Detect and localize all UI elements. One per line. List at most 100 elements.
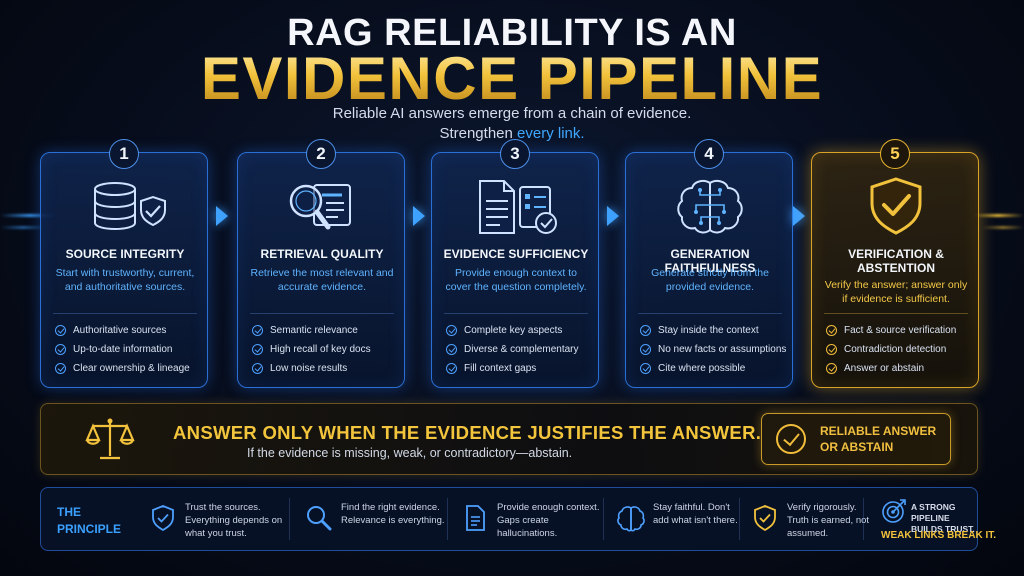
list-item: Up-to-date information xyxy=(55,340,205,359)
list-item-label: Up-to-date information xyxy=(73,344,173,355)
list-item: Authoritative sources xyxy=(55,321,205,340)
principle-row: THE PRINCIPLE Trust the sources. Everyth… xyxy=(40,487,996,551)
principle-item: Trust the sources. Everything depends on… xyxy=(149,488,289,550)
gold-shield-icon xyxy=(751,504,779,532)
list-item-label: Authoritative sources xyxy=(73,325,167,336)
stage-card-retrieval-quality: 2 RETRIEVAL QUALITY Retrieve the most re… xyxy=(237,139,405,388)
badge-text: RELIABLE ANSWER OR ABSTAIN xyxy=(820,423,948,455)
list-item: Stay inside the context xyxy=(640,321,790,340)
stage-description: Start with trustworthy, current, and aut… xyxy=(55,267,195,293)
list-item: Semantic relevance xyxy=(252,321,402,340)
brain-circuit-icon xyxy=(660,175,760,239)
stage-checklist: Complete key aspects Diverse & complemen… xyxy=(446,321,596,378)
list-item-label: Fill context gaps xyxy=(464,363,537,374)
stage-checklist: Fact & source verification Contradiction… xyxy=(826,321,976,378)
list-item-label: Contradiction detection xyxy=(844,344,947,355)
flow-glow-left xyxy=(0,214,60,217)
check-circle-icon xyxy=(55,325,66,336)
principle-label-line-2: PRINCIPLE xyxy=(57,522,122,536)
list-item: High recall of key docs xyxy=(252,340,402,359)
answer-banner: ANSWER ONLY WHEN THE EVIDENCE JUSTIFIES … xyxy=(40,403,978,475)
divider xyxy=(447,498,448,540)
database-shield-icon xyxy=(75,175,175,239)
subtitle-line-2: Strengthen every link. xyxy=(0,124,1024,144)
stage-title-line-2: ABSTENTION xyxy=(857,261,935,275)
principle-item: Verify rigorously. Truth is earned, not … xyxy=(751,488,871,550)
stage-card-verification-abstention: 5 VERIFICATION & ABSTENTION Verify the a… xyxy=(811,139,979,388)
principle-text: Find the right evidence. Relevance is ev… xyxy=(341,502,445,526)
shield-check-icon xyxy=(846,175,946,239)
check-circle-icon xyxy=(446,344,457,355)
conclusion-line-1: A STRONG PIPELINE BUILDS TRUST. xyxy=(911,502,975,534)
check-circle-icon xyxy=(252,325,263,336)
list-item-label: Low noise results xyxy=(270,363,348,374)
stage-description: Provide enough context to cover the ques… xyxy=(445,267,587,293)
title-line-2: EVIDENCE PIPELINE xyxy=(0,44,1024,113)
banner-headline: ANSWER ONLY WHEN THE EVIDENCE JUSTIFIES … xyxy=(173,422,762,443)
check-circle-icon xyxy=(640,344,651,355)
check-circle-icon xyxy=(446,363,457,374)
stage-title: VERIFICATION & ABSTENTION xyxy=(816,247,976,275)
check-circle-icon xyxy=(776,424,806,454)
stage-card-source-integrity: 1 SOURCE INTEGRITY Start with trustworth… xyxy=(40,139,208,388)
stage-card-evidence-sufficiency: 3 EVIDENCE SUFFICIENCY Provide enough co… xyxy=(431,139,599,388)
flow-glow-right-2 xyxy=(982,226,1024,229)
stage-title-line-1: VERIFICATION & xyxy=(848,247,944,261)
principle-item: Provide enough context. Gaps create hall… xyxy=(461,488,601,550)
chevron-right-icon xyxy=(216,206,228,226)
stage-divider xyxy=(444,313,588,314)
principle-label: THE PRINCIPLE xyxy=(57,504,121,538)
target-arrow-icon xyxy=(881,498,907,524)
conclusion-line-2: WEAK LINKS BREAK IT. xyxy=(881,530,996,541)
magnifier-document-icon xyxy=(272,175,372,239)
list-item: Clear ownership & lineage xyxy=(55,359,205,378)
stage-description: Generate strictly from the provided evid… xyxy=(651,267,769,293)
stage-number: 2 xyxy=(306,139,336,169)
list-item-label: No new facts or assumptions xyxy=(658,344,787,355)
stage-divider xyxy=(53,313,197,314)
check-circle-icon xyxy=(640,325,651,336)
shield-check-icon xyxy=(149,504,177,532)
stage-number: 5 xyxy=(880,139,910,169)
stage-checklist: Semantic relevance High recall of key do… xyxy=(252,321,402,378)
subtitle-accent: every link. xyxy=(517,125,585,142)
chevron-right-icon xyxy=(607,206,619,226)
check-circle-icon xyxy=(55,363,66,374)
list-item: Fill context gaps xyxy=(446,359,596,378)
list-item: Complete key aspects xyxy=(446,321,596,340)
title-line-1: RAG RELIABILITY IS AN xyxy=(287,12,737,54)
list-item-label: Stay inside the context xyxy=(658,325,759,336)
divider xyxy=(739,498,740,540)
check-circle-icon xyxy=(252,344,263,355)
stage-number: 1 xyxy=(109,139,139,169)
list-item: Contradiction detection xyxy=(826,340,976,359)
stage-title: RETRIEVAL QUALITY xyxy=(260,247,384,261)
list-item-label: Fact & source verification xyxy=(844,325,957,336)
principle-conclusion: A STRONG PIPELINE BUILDS TRUST. WEAK LIN… xyxy=(875,488,996,550)
stage-divider xyxy=(250,313,394,314)
stage-divider xyxy=(638,313,782,314)
stage-checklist: Authoritative sources Up-to-date informa… xyxy=(55,321,205,378)
document-icon xyxy=(461,504,489,532)
principle-text: Provide enough context. Gaps create hall… xyxy=(497,502,600,539)
documents-checklist-icon xyxy=(466,175,566,239)
flow-glow-left-2 xyxy=(0,226,46,229)
list-item-label: High recall of key docs xyxy=(270,344,371,355)
stage-checklist: Stay inside the context No new facts or … xyxy=(640,321,790,378)
divider xyxy=(603,498,604,540)
badge-line-1: RELIABLE ANSWER xyxy=(820,424,937,438)
check-circle-icon xyxy=(55,344,66,355)
list-item: Cite where possible xyxy=(640,359,790,378)
list-item-label: Semantic relevance xyxy=(270,325,358,336)
flow-glow-right xyxy=(972,214,1024,217)
scales-icon xyxy=(85,416,135,464)
stage-title: SOURCE INTEGRITY xyxy=(65,247,185,261)
stage-number: 3 xyxy=(500,139,530,169)
principle-text: Trust the sources. Everything depends on… xyxy=(185,502,283,539)
stage-card-generation-faithfulness: 4 GENERATION FAITHFULNESS Generate stric… xyxy=(625,139,793,388)
check-circle-icon xyxy=(640,363,651,374)
list-item-label: Answer or abstain xyxy=(844,363,925,374)
list-item: Fact & source verification xyxy=(826,321,976,340)
list-item-label: Complete key aspects xyxy=(464,325,563,336)
check-circle-icon xyxy=(252,363,263,374)
